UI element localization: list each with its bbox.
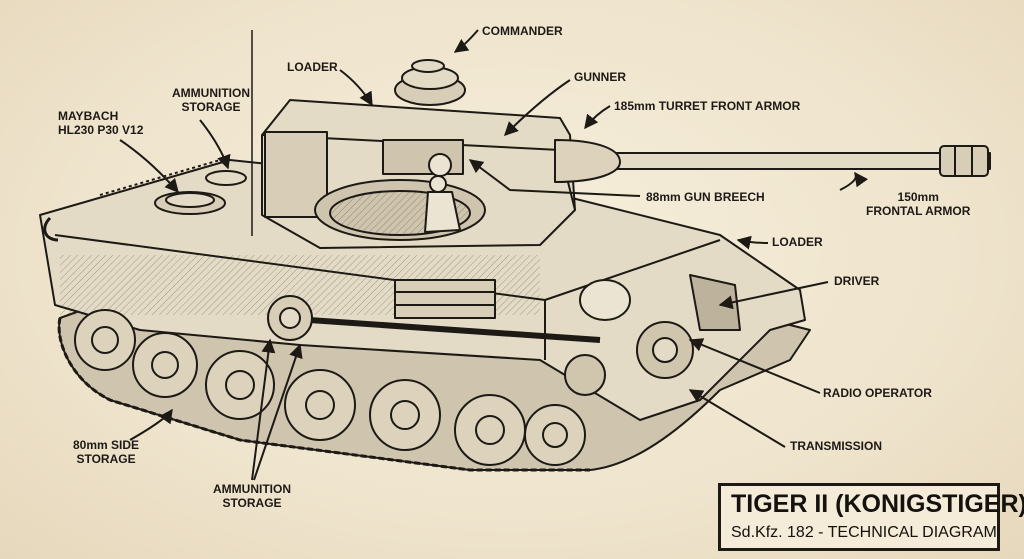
callout-transmission: TRANSMISSION	[790, 439, 883, 453]
callout-gun-breech: 88mm GUN BREECH	[646, 190, 765, 204]
callout-commander: COMMANDER	[482, 24, 563, 38]
callout-engine: MAYBACH HL230 P30 V12	[58, 109, 144, 137]
callout-radio-operator: RADIO OPERATOR	[823, 386, 932, 400]
gun-barrel	[559, 152, 991, 170]
callout-side-storage: 80mm SIDE STORAGE	[73, 438, 140, 466]
title-block: TIGER II (KONIGSTIGER) Sd.Kfz. 182 - TEC…	[718, 483, 1024, 551]
diagram-subtitle: Sd.Kfz. 182 - TECHNICAL DIAGRAM	[731, 524, 997, 541]
callout-loader-turret: LOADER	[287, 60, 338, 74]
callout-frontal-armor: 150mm FRONTAL ARMOR	[866, 190, 971, 218]
callout-ammo-hull: AMMUNITION STORAGE	[213, 482, 291, 510]
callout-loader-hull: LOADER	[772, 235, 823, 249]
callout-turret-armor: 185mm TURRET FRONT ARMOR	[614, 99, 801, 113]
callout-ammo-rear: AMMUNITION STORAGE	[172, 86, 250, 114]
callout-gunner: GUNNER	[574, 70, 627, 84]
road-wheels	[74, 309, 586, 466]
callout-driver: DRIVER	[834, 274, 880, 288]
diagram-title: TIGER II (KONIGSTIGER)	[731, 490, 1024, 518]
